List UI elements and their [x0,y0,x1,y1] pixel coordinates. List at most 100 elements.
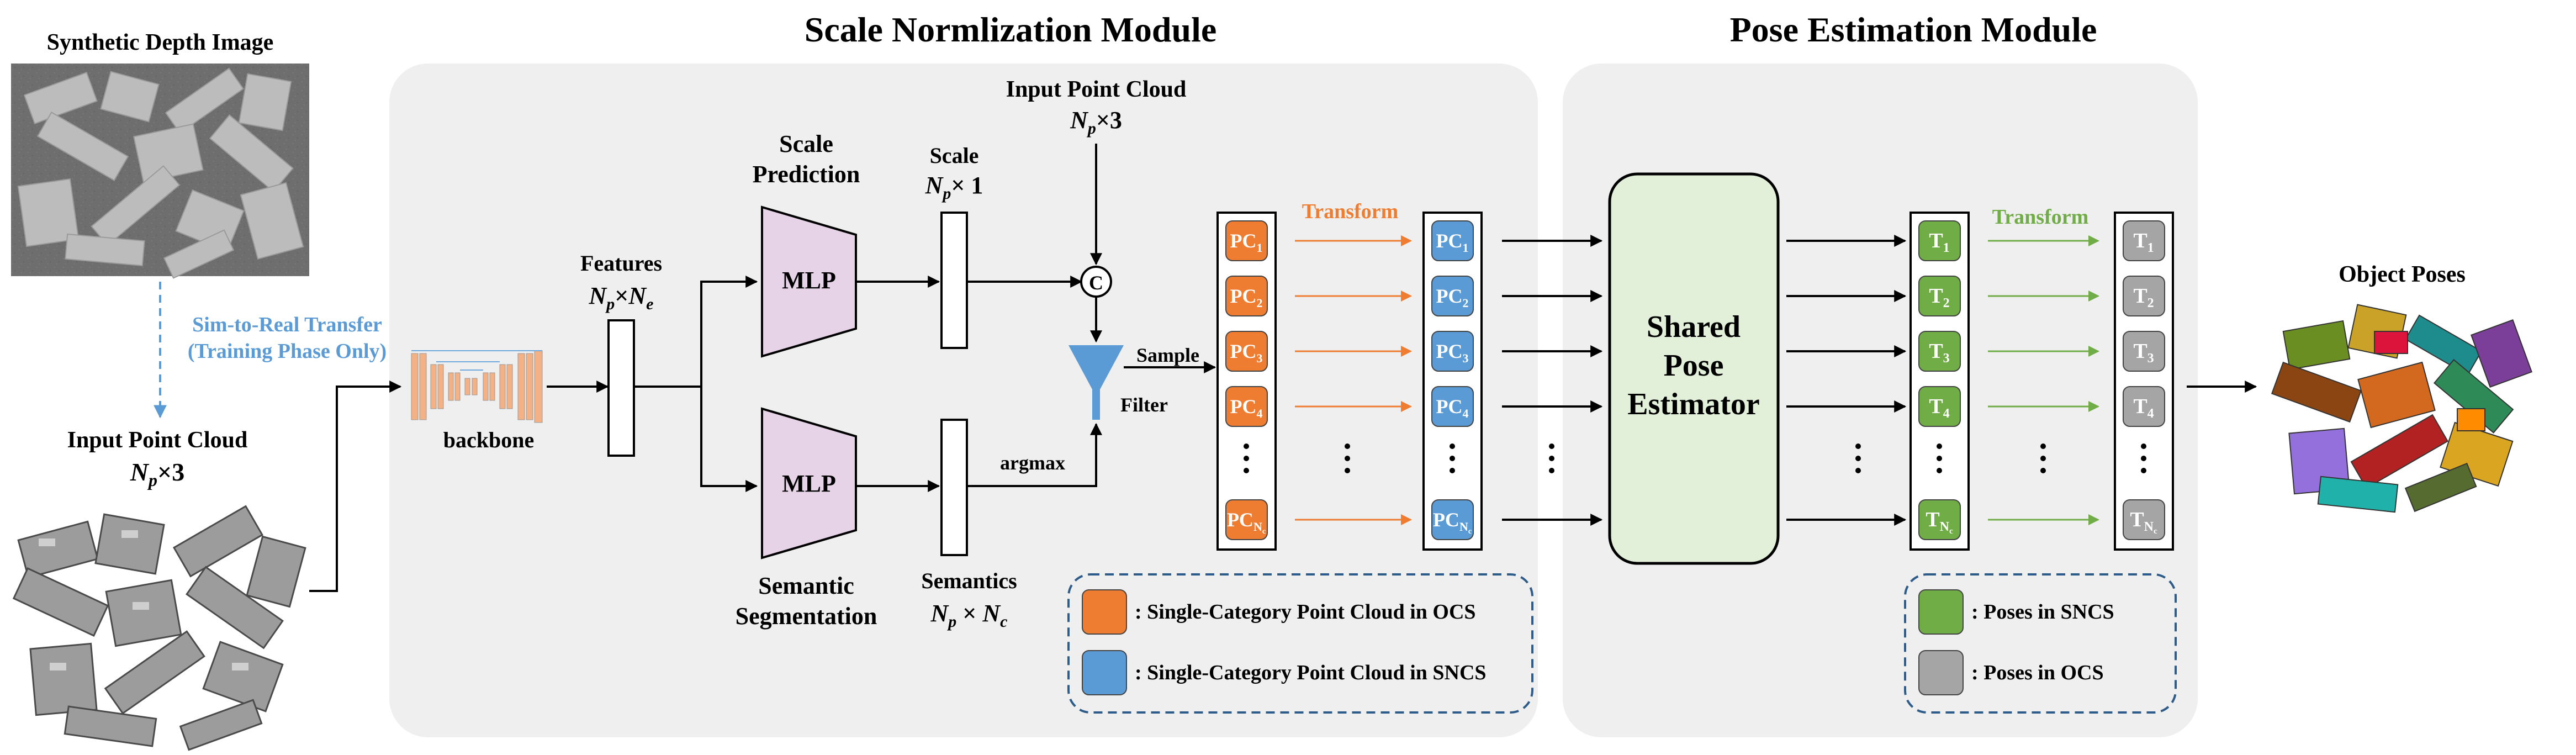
semantic-seg-label-1: Semantic [758,572,854,599]
t-ocs-item: T4 [2123,386,2165,427]
estimator-label-1: Shared [1647,310,1741,344]
pc-to-estimator-arrows [1502,235,1603,526]
semantics-label: Semantics [921,568,1017,593]
shared-pose-estimator [1608,172,1780,565]
pc-ocs-ellipsis [1244,444,1249,473]
pc-ocs-item: PC3 [1225,331,1268,372]
pc-sncs-item: PCNc [1431,499,1474,540]
svg-text:PC2: PC2 [1436,285,1469,310]
object-poses-image [2271,304,2532,513]
t-ocs-ellipsis [2141,444,2146,473]
svg-text:PC1: PC1 [1230,230,1263,255]
svg-text:T4: T4 [2133,395,2154,421]
scale-dim: Np× 1 [925,172,983,203]
svg-text:PCNc: PCNc [1433,509,1472,536]
scale-mlp-block [761,205,857,358]
backbone-label: backbone [443,427,535,452]
legend-pose-ocs-label: : Poses in OCS [1971,661,2104,684]
features-dim: Np×Ne [589,282,654,313]
backbone-unet [411,350,543,423]
svg-text:PC3: PC3 [1436,340,1469,365]
green-transform-arrows [1988,235,2099,525]
filter-funnel [1069,345,1124,420]
legend-ocs-label: : Single-Category Point Cloud in OCS [1135,600,1476,624]
svg-text:PC2: PC2 [1230,285,1263,310]
transfer-label-line1: Sim-to-Real Transfer [192,313,382,336]
concat-symbol: C [1089,272,1103,294]
t-ocs-item: TNc [2123,499,2165,540]
pose-ellipsis-2 [2040,444,2046,473]
t-sncs-item: T1 [1918,220,1961,261]
t-sncs-item: T4 [1918,386,1961,427]
svg-text:T2: T2 [1929,284,1949,310]
svg-text:T1: T1 [2133,229,2154,255]
pc-sncs-item: PC4 [1431,386,1474,427]
legend-pose-sncs-swatch [1918,589,1964,635]
input-point-cloud-dim: Np×3 [130,458,184,490]
t-sncs-item: T2 [1918,276,1961,316]
filter-label: Filter [1120,394,1168,416]
scale-label: Scale [930,143,979,168]
pose-ellipsis-1 [1855,444,1861,473]
scale-module-title: Scale Normlization Module [805,10,1217,49]
svg-text:TNc: TNc [2130,508,2157,536]
argmax-label: argmax [1000,452,1065,474]
t-ocs-item: T3 [2123,331,2165,372]
svg-text:PC4: PC4 [1230,395,1263,420]
scale-mlp-label: MLP [782,267,836,294]
synthetic-depth-image [11,64,309,279]
t-sncs-items: T1 T2 T3 T4 TNc [1918,220,1961,540]
scale-legend-box [1067,573,1533,714]
split-to-seg-mlp-arrow [700,387,758,492]
svg-text:PC4: PC4 [1436,395,1469,420]
t-ocs-item: T1 [2123,220,2165,261]
input-to-backbone-arrow [309,381,402,592]
transfer-label-line2: (Training Phase Only) [188,340,387,363]
input-point-cloud-image [12,505,306,751]
t-sncs-column [1909,212,1970,551]
mid-input-pc-title: Input Point Cloud [1006,77,1187,102]
svg-text:T4: T4 [1929,395,1949,421]
pc-sncs-item: PC2 [1431,276,1474,316]
pc-sncs-item: PC1 [1431,220,1474,261]
pc-ocs-item: PC2 [1225,276,1268,316]
t-ocs-item: T2 [2123,276,2165,316]
estimator-label-2: Pose [1664,349,1724,383]
pc-sncs-column [1422,212,1483,551]
semantic-seg-label-2: Segmentation [736,603,877,630]
input-point-cloud-title: Input Point Cloud [67,427,248,453]
legend-sncs-label: : Single-Category Point Cloud in SNCS [1135,661,1487,684]
synthetic-depth-title: Synthetic Depth Image [47,30,274,55]
semantics-to-filter-arrow [967,423,1102,487]
scale-prediction-label-1: Scale [779,130,833,157]
pc-sncs-ellipsis [1450,444,1455,473]
pc-sncs-items: PC1 PC2 PC3 PC4 PCNc [1431,220,1474,540]
t-ocs-items: T1 T2 T3 T4 TNc [2123,220,2165,540]
svg-text:TNc: TNc [1926,508,1953,536]
object-poses-title: Object Poses [2339,262,2466,287]
legend-sncs-swatch [1082,650,1127,695]
svg-text:PC1: PC1 [1436,230,1469,255]
mid-ellipsis-1 [1345,444,1350,473]
semantics-bar [940,419,968,556]
split-to-scale-mlp-arrow [700,276,758,387]
sample-label: Sample [1136,344,1199,366]
pc-ocs-column [1216,212,1277,551]
estimator-label-3: Estimator [1627,387,1760,421]
legend-ocs-swatch [1082,589,1127,635]
mid-input-pc-dim: Np×3 [1070,107,1122,138]
legend-pose-ocs-swatch [1918,650,1964,695]
features-bar [607,319,635,457]
t-sncs-ellipsis [1937,444,1942,473]
mid-ellipsis-2 [1549,444,1554,473]
features-label: Features [580,251,662,276]
pc-ocs-item: PC4 [1225,386,1268,427]
pose-module-title: Pose Estimation Module [1730,10,2097,49]
pc-ocs-items: PC1 PC2 PC3 PC4 PCNc [1225,220,1268,540]
scale-bar [940,212,968,349]
legend-pose-sncs-label: : Poses in SNCS [1971,600,2114,624]
seg-mlp-block [761,407,857,559]
svg-text:T1: T1 [1929,229,1949,255]
